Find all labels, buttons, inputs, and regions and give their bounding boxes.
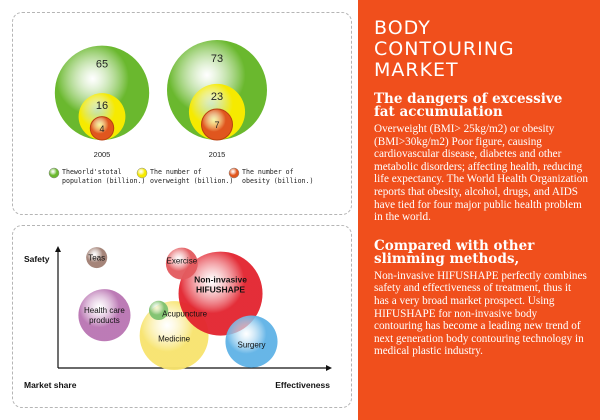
legend-text-1-1: overweight (billion.)	[150, 177, 233, 185]
legend-marker-0	[48, 167, 60, 179]
bubble-teas	[86, 247, 108, 269]
section1-heading-line-1: The dangers of excessive	[374, 91, 563, 107]
legend-text-1-0: The number of	[150, 168, 202, 176]
legend-text-0-1: population (billion.)	[62, 177, 145, 185]
value-label-the-number-of-obesity-billion-2015: 7	[214, 120, 219, 130]
section2-heading-line-1: Compared with other	[374, 237, 535, 254]
bubble-non-invasive-hifushape	[178, 251, 263, 336]
point-label-acupuncture-0: Acupuncture	[162, 309, 207, 318]
bubble-the-number-of-obesity-billion-2005	[89, 116, 115, 141]
bubble-theworld-stotal-population-billion-2005	[54, 45, 150, 140]
category-label-2015: 2015	[209, 150, 226, 159]
bubble-the-number-of-obesity-billion-2015	[201, 108, 233, 141]
value-label-theworld-stotal-population-billion-2015: 73	[211, 53, 223, 65]
point-label-teas-0: Teas	[88, 254, 105, 263]
point-label-non-invasive-hifushape-0: Non-invasive	[194, 275, 247, 285]
legend-marker-1	[136, 167, 148, 179]
category-label-2005: 2005	[94, 150, 111, 159]
section1-heading: The dangers of excessive fat accumulatio…	[374, 91, 588, 120]
x-axis-label: Effectiveness	[275, 380, 330, 390]
point-label-health-care-products-0: Health care	[84, 306, 125, 315]
section1-heading-line-2: fat accumulation	[374, 104, 503, 120]
legend-marker-2	[228, 167, 240, 179]
population-chart-panel	[12, 12, 352, 215]
bubble-surgery	[225, 315, 278, 368]
section2-heading: Compared with other slimming methods,	[374, 237, 588, 267]
positioning-chart-panel	[12, 225, 352, 408]
y-axis-label: Safety	[24, 254, 50, 264]
legend-text-2-1: obesity (billion.)	[242, 177, 313, 185]
origin-label: Market share	[24, 380, 77, 390]
text-column: BODY CONTOURING MARKET The dangers of ex…	[358, 0, 600, 420]
point-label-medicine-0: Medicine	[158, 335, 191, 344]
point-label-non-invasive-hifushape-1: HIFUSHAPE	[196, 285, 245, 295]
bubble-acupuncture	[148, 300, 169, 321]
title-line-2: CONTOURING	[374, 38, 515, 60]
bubble-exercise	[165, 247, 198, 280]
value-label-theworld-stotal-population-billion-2005: 65	[96, 59, 108, 71]
point-label-exercise-0: Exercise	[166, 257, 197, 266]
value-label-the-number-of-overweight-billion-2005: 16	[96, 100, 108, 112]
section2-body: Non-invasive HIFUSHAPE perfectly combine…	[374, 269, 587, 358]
section2-heading-line-2: slimming methods,	[374, 250, 520, 267]
title-line-3: MARKET	[374, 59, 459, 81]
section1-body: Overweight (BMI> 25kg/m2) or obesity (BM…	[374, 123, 588, 224]
bubble-health-care-products	[78, 289, 131, 342]
legend-text-2-0: The number of	[242, 168, 294, 176]
title-line-1: BODY	[374, 17, 431, 39]
legend-text-0-0: Theworld'stotal	[62, 168, 122, 176]
point-label-surgery-0: Surgery	[237, 341, 265, 350]
value-label-the-number-of-obesity-billion-2005: 4	[99, 124, 104, 134]
value-label-the-number-of-overweight-billion-2015: 23	[211, 91, 223, 103]
y-axis-arrow	[55, 246, 61, 252]
page-title: BODY CONTOURING MARKET	[374, 18, 588, 81]
point-label-health-care-products-1: products	[89, 316, 120, 325]
x-axis-arrow	[326, 365, 332, 371]
